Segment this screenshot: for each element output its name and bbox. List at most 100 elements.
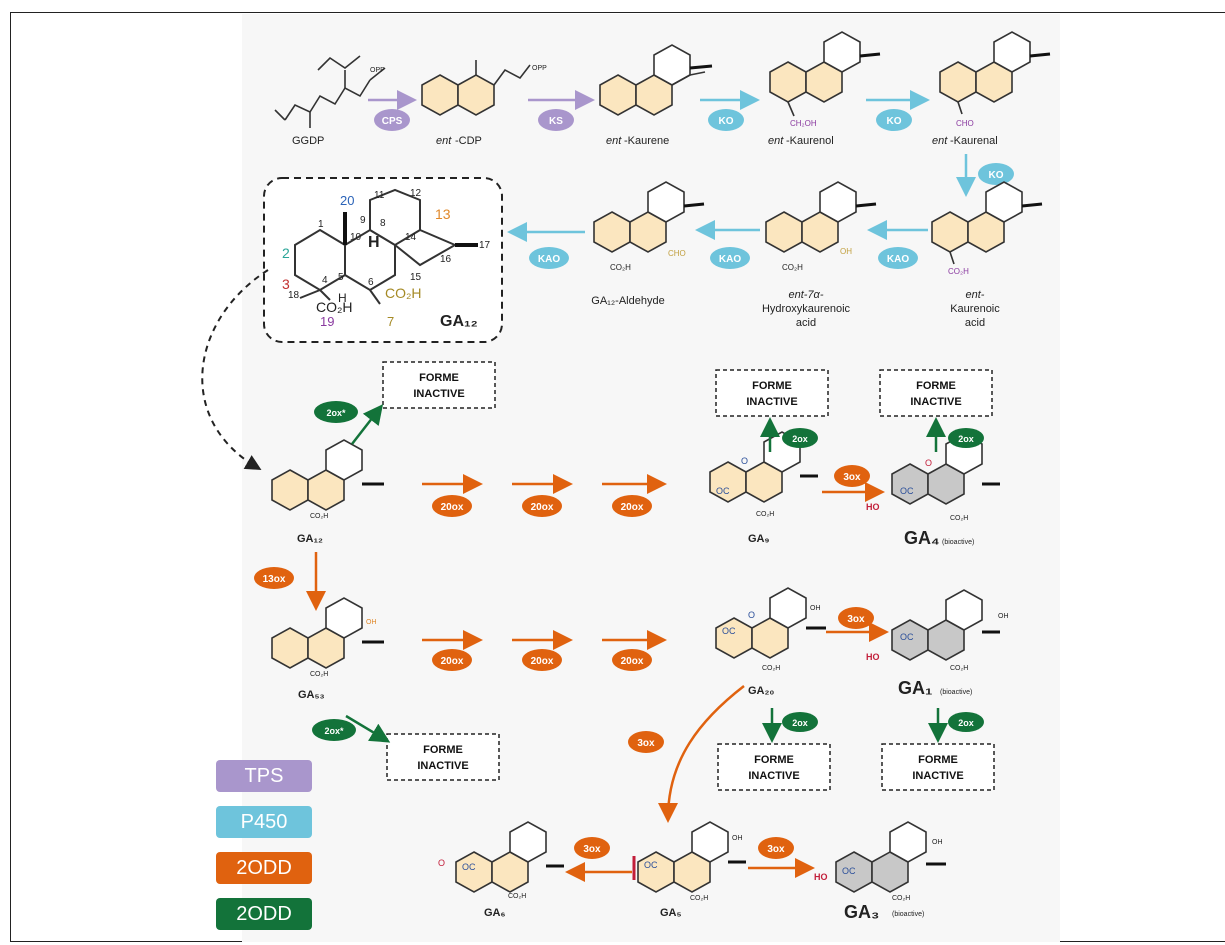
3ox-pill-ga20: [838, 607, 874, 629]
oh-label-ga5: OH: [732, 835, 743, 842]
ent-kaurenal-structure: [939, 31, 1051, 115]
co2h-label-ga3: CO₂H: [892, 895, 910, 902]
ga1-label: GA₁: [898, 678, 932, 698]
arrow-2ox-star-1: [351, 404, 384, 445]
ga5-structure: [632, 821, 746, 893]
hydroxy-l3: acid: [796, 317, 816, 329]
13ox-pill: [254, 567, 294, 589]
cps-pill: [374, 109, 410, 131]
inactive-ga53-l2: INACTIVE: [417, 760, 468, 772]
ks-pill: [538, 109, 574, 131]
cps-label: CPS: [382, 116, 403, 127]
hydroxy-l2: Hydroxykaurenoic: [762, 303, 851, 315]
num-20: 20: [340, 193, 354, 208]
num-16: 16: [440, 254, 452, 265]
3ox-pill-ga3: [758, 837, 794, 859]
legend-tps: TPS: [216, 760, 312, 792]
ch2oh-label: CH₂OH: [790, 119, 817, 128]
ga12-numbered-structure: [294, 188, 478, 305]
inactive-ga9-l2: INACTIVE: [746, 396, 797, 408]
oc-label-ga3: OC: [842, 866, 856, 876]
ent-kaurenoic-acid-structure: [931, 181, 1043, 265]
co2h-ga12-small: CO₂H: [310, 513, 328, 520]
oh-label-hydroxy: OH: [840, 247, 852, 256]
ga3-label: GA₃: [844, 902, 879, 922]
bioactive-ga4: (bioactive): [942, 539, 974, 546]
20ox-label-5: 20ox: [531, 656, 554, 667]
co2h-ga12-black: CO₂H: [316, 299, 353, 315]
num-17: 17: [479, 240, 491, 251]
kao-label-2: KAO: [719, 254, 741, 265]
h-label-ga12-1: H: [368, 234, 380, 251]
ent-kaurenal-label: -Kaurenal: [950, 135, 998, 147]
ga12-label: GA₁₂: [297, 533, 323, 545]
ent-kaurene-label: -Kaurene: [624, 135, 669, 147]
num-13: 13: [435, 206, 451, 222]
ga6-label: GA₆: [484, 907, 506, 919]
o-label-ga9: O: [741, 456, 748, 466]
20ox-pill-6: [612, 649, 652, 671]
inactive-1-l2: INACTIVE: [413, 388, 464, 400]
ga20-label: GA₂₀: [748, 685, 774, 697]
oh-label-ga20: OH: [810, 605, 821, 612]
num-12: 12: [410, 188, 422, 199]
oc-label-ga6: OC: [462, 862, 476, 872]
inactive-ga20-l2: INACTIVE: [748, 770, 799, 782]
2ox-label-ga20: 2ox: [792, 718, 808, 728]
co2h-label-ga20: CO₂H: [762, 665, 780, 672]
ga9-label: GA₉: [748, 533, 770, 545]
num-15: 15: [410, 272, 422, 283]
inactive-ga20-l1: FORME: [754, 754, 794, 766]
num-9: 9: [360, 215, 366, 226]
co2h-label-ga53: CO₂H: [310, 671, 328, 678]
ent-kaurene-label-italic: ent: [606, 135, 622, 147]
ga5-label: GA₅: [660, 907, 682, 919]
3ox-label-ga3: 3ox: [767, 844, 785, 855]
inactive-ga4-l2: INACTIVE: [910, 396, 961, 408]
oc-label-ga20: OC: [722, 626, 736, 636]
3ox-label-ga6: 3ox: [583, 844, 601, 855]
20ox-label-2: 20ox: [531, 502, 554, 513]
num-7: 7: [387, 314, 394, 329]
2ox-star-label-2: 2ox*: [324, 726, 344, 736]
2ox-pill-ga20: [782, 712, 818, 732]
2ox-pill-ga4: [948, 428, 984, 448]
20ox-pill-4: [432, 649, 472, 671]
o-label-ga4: O: [925, 458, 932, 468]
3ox-label-curve: 3ox: [637, 738, 655, 749]
inactive-ga1-l1: FORME: [918, 754, 958, 766]
inactive-ga9-l1: FORME: [752, 380, 792, 392]
oc-label-ga1: OC: [900, 632, 914, 642]
ga12-aldehyde-structure: [593, 181, 705, 253]
num-10: 10: [350, 232, 362, 243]
co2h-label-ga1: CO₂H: [950, 665, 968, 672]
2ox-star-label-1: 2ox*: [326, 408, 346, 418]
o-label-ga20: O: [748, 610, 755, 620]
oc-label-ga4: OC: [900, 486, 914, 496]
cho-label: CHO: [956, 119, 974, 128]
ko-label-1: KO: [719, 116, 734, 127]
hydroxykaurenoic-structure: [765, 181, 877, 253]
co2h-label-kaurenoic: CO₂H: [948, 267, 969, 276]
oc-label-ga9: OC: [716, 486, 730, 496]
ent-kaurenol-label: -Kaurenol: [786, 135, 834, 147]
opp-label-2: OPP: [532, 65, 547, 72]
ga12-big-label: GA₁₂: [440, 313, 478, 330]
ga12-structure: [271, 439, 384, 511]
2ox-pill-ga1: [948, 712, 984, 732]
legend-2odd-green: 2ODD: [216, 898, 312, 930]
2ox-label-ga9: 2ox: [792, 434, 808, 444]
oh-label-ga1: OH: [998, 613, 1009, 620]
inactive-1-l1: FORME: [419, 372, 459, 384]
num-1: 1: [318, 219, 324, 230]
kao-label-3: KAO: [538, 254, 560, 265]
ent-kaurenoic-l3: acid: [965, 317, 985, 329]
num-19: 19: [320, 314, 334, 329]
ko-pill-1: [708, 109, 744, 131]
ga6-structure: [455, 821, 564, 893]
ent-kaurenoic-l1: ent-: [966, 289, 985, 301]
ent-kaurene-structure: [599, 44, 713, 116]
2ox-pill-ga9: [782, 428, 818, 448]
ent-cdp-label-italic: ent: [436, 135, 452, 147]
ho-label-ga1: HO: [866, 652, 880, 662]
